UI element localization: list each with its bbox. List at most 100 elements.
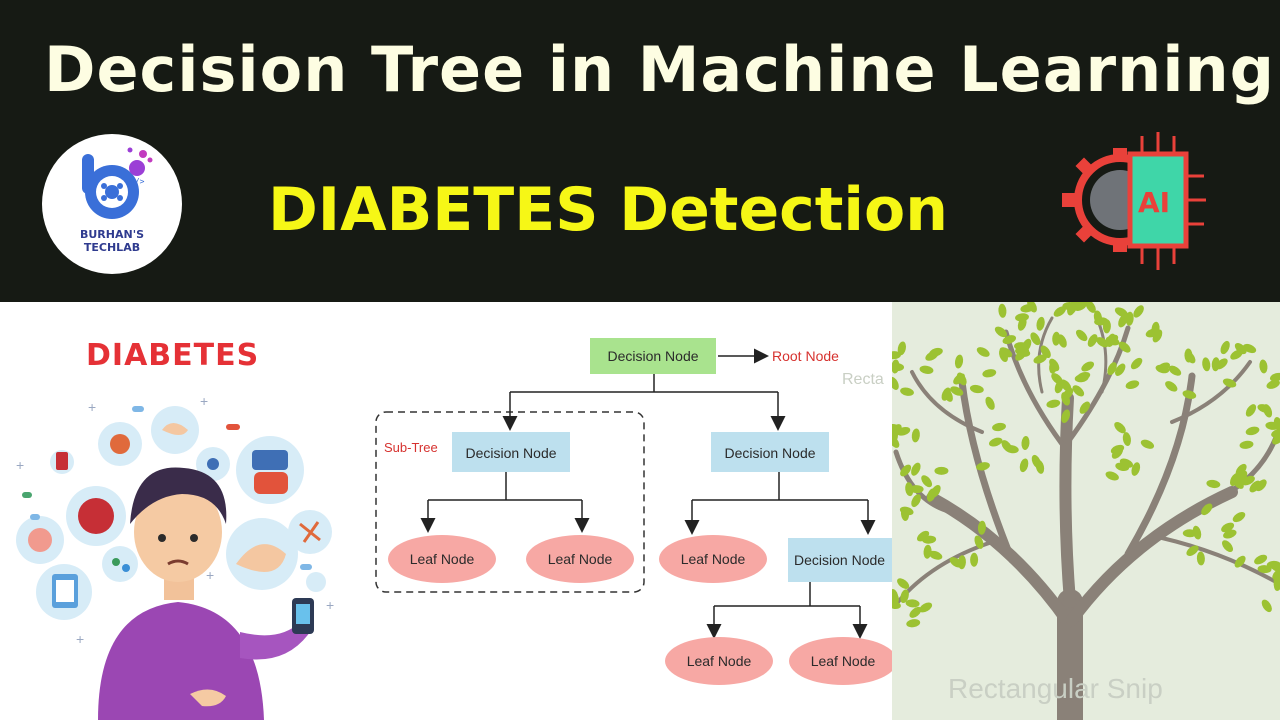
root-node: Decision Node [590, 338, 716, 374]
tree-leaf [897, 578, 910, 589]
leaf-node-1: Leaf Node [388, 535, 496, 583]
tree-leaf [998, 303, 1007, 318]
tree-leaf [1036, 316, 1045, 331]
leaf-node-2-label: Leaf Node [548, 551, 613, 567]
tree-leaf [934, 466, 949, 475]
tree-leaf [1087, 334, 1098, 347]
tree-leaf [1133, 305, 1144, 318]
tree-leaf [1019, 458, 1029, 473]
tree-leaf [1081, 361, 1095, 372]
tree-leaf [911, 428, 920, 443]
tree-leaf [954, 354, 964, 369]
tree-leaf [994, 326, 1008, 338]
decision-node-left-label: Decision Node [465, 445, 556, 461]
tree-leaf [1202, 357, 1211, 372]
tree-leaf [1131, 462, 1141, 476]
decision-node-inner: Decision Node [788, 538, 892, 582]
tree-leaf [1245, 426, 1260, 436]
tree-leaf [969, 384, 984, 394]
tree-leaf [1130, 357, 1143, 370]
tree-illustration: Rectangular Snip [892, 302, 1280, 720]
decision-node-inner-label: Decision Node [794, 552, 885, 568]
tree-leaf [1254, 554, 1268, 565]
tree-leaf [982, 369, 997, 378]
leaf-node-5-label: Leaf Node [811, 653, 876, 669]
diabetes-illustration-panel: DIABETES [0, 302, 356, 720]
logo-code-text: </> [130, 177, 145, 186]
tree-leaf [1273, 574, 1280, 589]
tree-leaf [1201, 503, 1213, 516]
tree-leaf [1114, 421, 1126, 434]
tree-leaf [1031, 454, 1041, 469]
tree-leaf [1186, 545, 1199, 556]
main-title: Decision Tree in Machine Learning [44, 33, 1276, 106]
tree-leaf [1105, 471, 1119, 481]
tree-leaf [1242, 343, 1257, 354]
decision-tree-diagram: Recta Sub-Tree Decision Node Roo [375, 338, 892, 685]
tree-leaf [906, 619, 921, 628]
tree-leaf [923, 544, 932, 559]
tree-leaf [1271, 563, 1280, 573]
tree-leaf [970, 552, 979, 567]
tree-leaf [1220, 340, 1230, 355]
tree-leaf [1196, 551, 1205, 566]
root-node-label: Decision Node [607, 348, 698, 364]
tree-leaf [1241, 475, 1255, 486]
tree-leaf [1027, 302, 1037, 313]
tree-leaf [953, 373, 965, 385]
tree-leaf [976, 347, 990, 357]
tree-leaf [1265, 421, 1280, 430]
tree-leaf [1155, 364, 1170, 374]
tree-leaf [928, 550, 943, 560]
tree-leaf [1206, 479, 1221, 489]
svg-text:+: + [200, 393, 208, 409]
tree-leaf [1062, 388, 1074, 400]
diabetes-heading: DIABETES [86, 338, 260, 373]
leaf-node-3-label: Leaf Node [681, 551, 746, 567]
leaf-node-3: Leaf Node [659, 535, 767, 583]
tree-leaf [1093, 310, 1103, 325]
tree-leaf [1033, 354, 1047, 364]
tree-leaf [1115, 363, 1126, 376]
tree-leaf [1271, 429, 1280, 438]
decision-node-right: Decision Node [711, 432, 829, 472]
tree-leaf [1096, 337, 1109, 348]
faint-watermark-text: Recta [842, 371, 884, 388]
svg-text:+: + [16, 457, 24, 473]
tree-leaf [1125, 380, 1140, 390]
tree-leaf [1168, 365, 1182, 376]
tree-leaf [1076, 371, 1091, 381]
tree-leaf [977, 520, 986, 535]
tree-leaf [892, 589, 899, 603]
leaf-node-4: Leaf Node [665, 637, 773, 685]
tree-leaf [1119, 458, 1134, 468]
tree-leaf [1259, 359, 1268, 374]
logo-text: BURHAN'S TECHLAB [42, 228, 182, 254]
tree-leaf [911, 462, 921, 476]
tree-leaf [911, 494, 921, 508]
tree-leaf [1106, 333, 1116, 347]
tree-leaf [897, 341, 906, 356]
tree-leaf [1257, 404, 1272, 413]
tree-leaf [1111, 447, 1124, 459]
burhans-techlab-logo: </> BURHAN'S TECHLAB [42, 134, 182, 274]
tree-leaf [919, 365, 934, 374]
tree-leaf [1102, 319, 1111, 334]
title-banner: Decision Tree in Machine Learning </> BU… [0, 0, 1280, 302]
tree-leaf [1118, 314, 1128, 328]
medical-icons [16, 406, 332, 620]
subtitle: DIABETES Detection [268, 175, 948, 245]
decision-tree-diagram-panel: Recta Sub-Tree Decision Node Roo [356, 302, 892, 720]
leaf-node-1-label: Leaf Node [410, 551, 475, 567]
ai-chip-icon: AI [1062, 132, 1206, 270]
tree-leaf [892, 351, 901, 360]
tree-leaf [1235, 463, 1247, 476]
tree-leaf [943, 388, 953, 402]
tree-leaf [921, 475, 933, 488]
tree-leaf [992, 422, 1006, 432]
tree-leaf [900, 506, 910, 521]
tree-leaf [1221, 522, 1235, 533]
tree-leaf [1046, 399, 1061, 408]
tree-leaf [900, 387, 914, 396]
tree-leaf [1232, 512, 1246, 523]
